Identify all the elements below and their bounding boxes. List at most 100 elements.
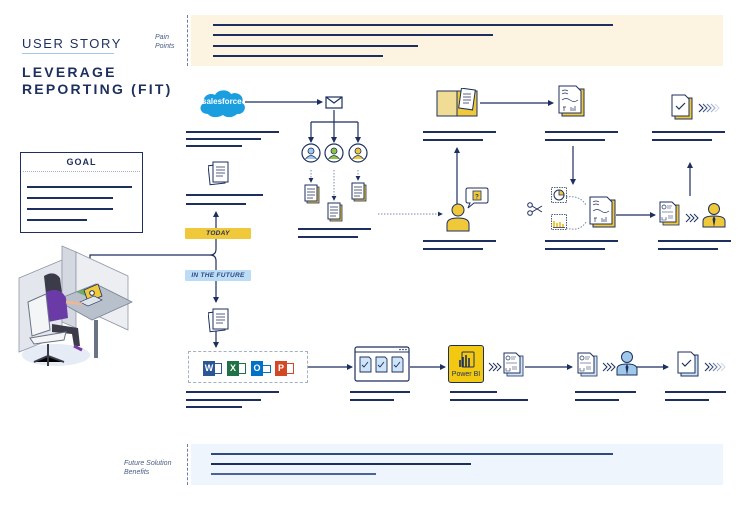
caption-line (423, 139, 483, 141)
outlook-icon: O (251, 361, 271, 376)
word-icon: W (203, 361, 223, 376)
checked-document-icon (670, 93, 694, 126)
report-document-icon (557, 85, 587, 122)
document-stack-icon (351, 182, 367, 207)
email-tree (310, 110, 359, 141)
future-benefits-label-line1: Future Solution (124, 460, 172, 467)
caption-line (186, 194, 263, 196)
document-stack-icon (304, 184, 320, 209)
caption-line (575, 391, 636, 393)
caption-line (652, 139, 712, 141)
caption-line (350, 391, 410, 393)
future-connector (209, 254, 219, 303)
svg-text:?: ? (475, 195, 479, 201)
caption-line (423, 240, 496, 242)
caption-line (450, 399, 528, 401)
eyebrow-title: USER STORY (22, 36, 123, 51)
pain-point-line (213, 24, 613, 26)
pain-points-label: Pain Points (155, 33, 174, 51)
caption-line (350, 399, 394, 401)
future-benefits-label-line2: Benefits (124, 469, 150, 476)
chevron-arrows-icon (602, 359, 616, 377)
benefit-line (211, 453, 613, 455)
chevron-arrows-icon (698, 100, 722, 118)
pain-points-label-line2: Points (155, 43, 175, 50)
scissors-icon (527, 202, 543, 221)
document-stack-icon (327, 202, 343, 227)
user-circle-blue-icon (301, 143, 321, 168)
caption-line (186, 131, 279, 133)
checked-document-icon (676, 350, 700, 383)
benefit-line (211, 473, 376, 475)
bar-combine-connector (565, 221, 587, 230)
pain-points-band (187, 15, 723, 66)
report-document-icon (588, 196, 618, 233)
pain-point-line (213, 34, 493, 36)
browser-window-icon (354, 346, 410, 387)
caption-line (575, 399, 619, 401)
goal-line (27, 219, 87, 221)
caption-line (658, 240, 731, 242)
title-divider (22, 53, 114, 54)
goal-line (27, 208, 113, 210)
goal-line (27, 197, 113, 199)
power-bi-label: Power BI (451, 371, 481, 378)
caption-line (545, 248, 605, 250)
caption-line (186, 406, 242, 408)
manager-icon (702, 202, 726, 233)
question-bubble-icon: ? (465, 187, 489, 214)
page-title: LEVERAGE REPORTING (FIT) (22, 64, 173, 97)
goal-card: GOAL (20, 152, 143, 233)
pie-combine-connector (565, 196, 587, 206)
future-benefits-label: Future Solution Benefits (124, 459, 171, 477)
caption-line (423, 248, 483, 250)
pain-point-line (213, 45, 418, 47)
pain-points-label-line1: Pain (155, 34, 170, 41)
report-summary-icon (659, 201, 681, 232)
excel-icon: X (227, 361, 247, 376)
caption-line (186, 203, 246, 205)
report-summary-icon (503, 352, 525, 383)
bar-chart-icon (551, 214, 567, 235)
pain-points-background (191, 15, 723, 66)
caption-line (186, 391, 279, 393)
pie-chart-icon (551, 187, 567, 208)
caption-line (665, 399, 709, 401)
user-circle-green-icon (324, 143, 344, 168)
office-suite-group: W X O P (188, 351, 308, 383)
folder-document-icon (436, 87, 480, 123)
document-stack-icon (207, 307, 230, 338)
caption-line (665, 391, 726, 393)
caption-line (545, 139, 605, 141)
caption-line (652, 131, 725, 133)
future-label: IN THE FUTURE (185, 270, 251, 281)
benefit-line (211, 463, 471, 465)
today-label: TODAY (185, 228, 251, 239)
office-worker-illustration (16, 240, 136, 373)
caption-line (186, 145, 242, 147)
power-bi-icon: Power BI (448, 345, 484, 383)
caption-line (298, 228, 371, 230)
caption-line (186, 138, 261, 140)
caption-line (450, 391, 497, 393)
pain-point-line (213, 55, 383, 57)
salesforce-cloud-icon: salesforce (196, 86, 248, 120)
caption-line (423, 131, 496, 133)
user-circle-yellow-icon (348, 143, 368, 168)
chevron-arrows-icon (704, 359, 728, 377)
goal-divider (23, 171, 140, 172)
chevron-arrows-icon (488, 359, 502, 377)
envelope-icon (325, 96, 343, 114)
report-summary-icon (577, 352, 599, 383)
goal-title: GOAL (66, 157, 97, 167)
salesforce-wordmark: salesforce (202, 97, 242, 106)
caption-line (186, 399, 261, 401)
powerpoint-icon: P (275, 361, 295, 376)
caption-line (545, 131, 618, 133)
caption-line (658, 248, 718, 250)
chevron-arrows-icon (685, 210, 699, 228)
document-stack-icon (207, 160, 230, 191)
manager-icon (616, 350, 638, 381)
caption-line (298, 236, 358, 238)
